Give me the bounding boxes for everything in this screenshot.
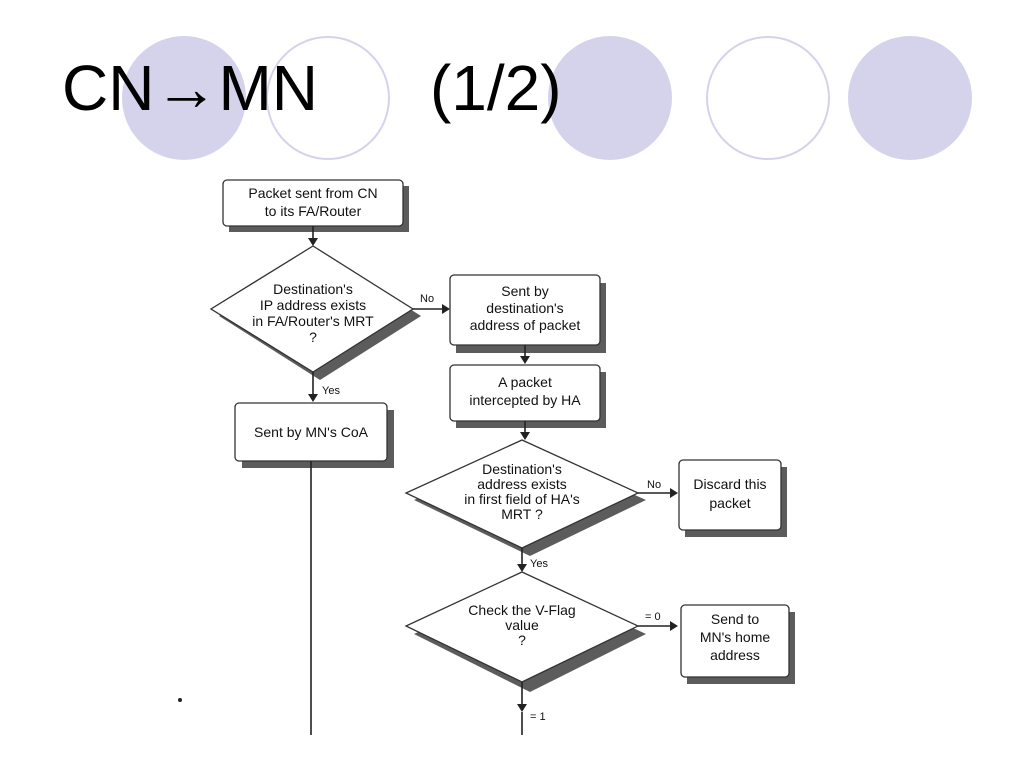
decor-circle-5 — [848, 36, 972, 160]
discard-box: Discard this packet — [678, 459, 787, 537]
decor-circle-4 — [706, 36, 830, 160]
label-eq1: = 1 — [530, 711, 546, 723]
start-line-2: to its FA/Router — [265, 203, 362, 219]
label-eq0: = 0 — [645, 611, 661, 623]
intercepted-box: A packet intercepted by HA — [449, 364, 606, 428]
label-no-1: No — [420, 293, 434, 305]
decision3-line-2: value — [505, 617, 539, 633]
label-no-2: No — [647, 479, 661, 491]
label-yes-2: Yes — [530, 558, 548, 570]
sent-dest-line-3: address of packet — [470, 317, 581, 333]
decision2-line-1: Destination's — [482, 461, 562, 477]
decision1-line-4: ? — [309, 329, 317, 345]
decision-vflag: Check the V-Flag value ? — [404, 571, 646, 692]
sent-dest-line-1: Sent by — [501, 283, 548, 299]
decision-ip-exists: Destination's IP address exists in FA/Ro… — [209, 245, 421, 380]
decision1-line-2: IP address exists — [260, 297, 366, 313]
sent-coa-box: Sent by MN's CoA — [234, 402, 394, 468]
title-left: CN→MN — [62, 52, 318, 124]
send-home-box: Send to MN's home address — [680, 604, 795, 684]
sent-dest-line-2: destination's — [486, 300, 563, 316]
title-right: (1/2) — [429, 52, 562, 124]
intercepted-line-1: A packet — [498, 374, 552, 390]
discard-line-2: packet — [709, 495, 750, 511]
send-home-line-2: MN's home — [700, 629, 771, 645]
decor-circle-2 — [266, 36, 390, 160]
decision2-line-3: in first field of HA's — [464, 491, 580, 507]
intercepted-line-2: intercepted by HA — [469, 392, 581, 408]
decision2-line-2: address exists — [477, 476, 566, 492]
sent-coa-text: Sent by MN's CoA — [254, 424, 369, 440]
start-line-1: Packet sent from CN — [248, 185, 377, 201]
decision1-line-1: Destination's — [273, 281, 353, 297]
decision3-line-3: ? — [518, 632, 526, 648]
slide-title: CN→MN(1/2) — [62, 56, 562, 120]
decision3-line-1: Check the V-Flag — [468, 602, 575, 618]
send-home-line-3: address — [710, 647, 760, 663]
sent-dest-box: Sent by destination's address of packet — [449, 274, 606, 353]
discard-line-1: Discard this — [693, 476, 766, 492]
label-yes-1: Yes — [322, 385, 340, 397]
decision2-line-4: MRT ? — [501, 506, 543, 522]
decision1-line-3: in FA/Router's MRT — [252, 313, 374, 329]
stray-dot — [178, 698, 182, 702]
decor-circle-3 — [548, 36, 672, 160]
send-home-line-1: Send to — [711, 611, 759, 627]
decor-circle-1 — [122, 36, 246, 160]
start-box: Packet sent from CN to its FA/Router — [222, 179, 409, 232]
decision-ha-mrt: Destination's address exists in first fi… — [404, 439, 646, 556]
